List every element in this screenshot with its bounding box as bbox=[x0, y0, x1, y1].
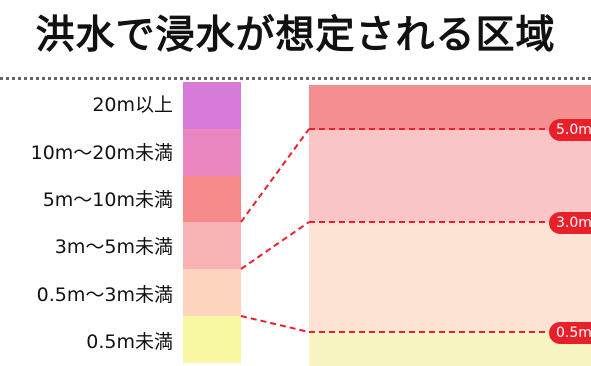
connector-05m bbox=[240, 315, 310, 333]
flood-depth-illustration bbox=[309, 85, 591, 366]
marker-05m: 0.5m bbox=[549, 322, 591, 344]
legend-swatch-5-10m bbox=[183, 176, 241, 222]
legend-label-5-10m: 5m〜10m未満 bbox=[42, 189, 173, 211]
scene-band-05-3m bbox=[309, 222, 591, 332]
connector-5m bbox=[240, 128, 310, 223]
legend-label-under-05m: 0.5m未満 bbox=[86, 331, 173, 353]
marker-5m: 5.0m bbox=[549, 119, 591, 141]
legend-swatch-05-3m bbox=[183, 269, 241, 316]
scene-band-3-5m bbox=[309, 130, 591, 222]
legend-swatch-3-5m bbox=[183, 222, 241, 269]
scene-band-under-05m bbox=[309, 332, 591, 366]
legend-label-05-3m: 0.5m〜3m未満 bbox=[36, 284, 173, 306]
legend-label-10-20m: 10m〜20m未満 bbox=[30, 142, 173, 164]
page-title: 洪水で浸水が想定される区域 bbox=[35, 13, 556, 58]
marker-3m: 3.0m bbox=[549, 212, 591, 234]
legend-label-3-5m: 3m〜5m未満 bbox=[54, 236, 173, 258]
legend-swatch-10-20m bbox=[183, 129, 241, 176]
legend-label-20m-plus: 20m以上 bbox=[92, 94, 173, 116]
title-divider bbox=[0, 77, 591, 80]
legend-swatch-20m-plus bbox=[183, 82, 241, 129]
legend-swatch-under-05m bbox=[183, 316, 241, 363]
scene-band-above-5m bbox=[309, 85, 591, 130]
connector-3m bbox=[240, 221, 310, 270]
